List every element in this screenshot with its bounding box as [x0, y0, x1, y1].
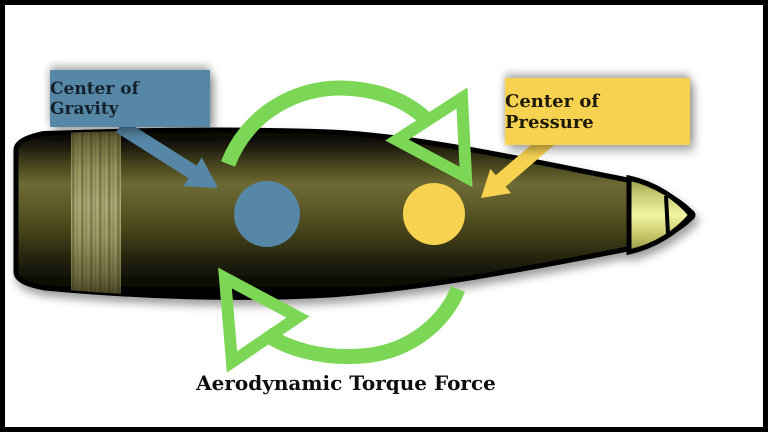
- pressure-pointer-arrow: [481, 130, 558, 198]
- center-of-pressure-label-text: Center of Pressure: [505, 90, 600, 133]
- torque-arrow-bottom-arc: [261, 286, 466, 365]
- torque-arrow-top: [221, 80, 473, 188]
- torque-arrow-bottom-head: [218, 267, 310, 373]
- bullet-tip: [626, 174, 695, 256]
- center-of-gravity-label-text: Center of Gravity: [50, 78, 139, 119]
- torque-arrow-top-head: [385, 87, 473, 188]
- center-of-pressure-label: Center of Pressure: [505, 78, 690, 145]
- center-of-gravity-label: Center of Gravity: [50, 70, 210, 127]
- gravity-pointer-arrow: [116, 119, 218, 188]
- torque-caption: Aerodynamic Torque Force: [196, 371, 496, 395]
- cannelure-stripes: [71, 130, 121, 298]
- torque-arrow-bottom: [218, 267, 466, 373]
- center-of-gravity-dot: [234, 181, 300, 247]
- bullet-tip-divider: [664, 195, 670, 235]
- torque-arrow-top-arc: [221, 80, 434, 167]
- center-of-pressure-dot: [403, 183, 465, 245]
- bullet: [13, 127, 696, 300]
